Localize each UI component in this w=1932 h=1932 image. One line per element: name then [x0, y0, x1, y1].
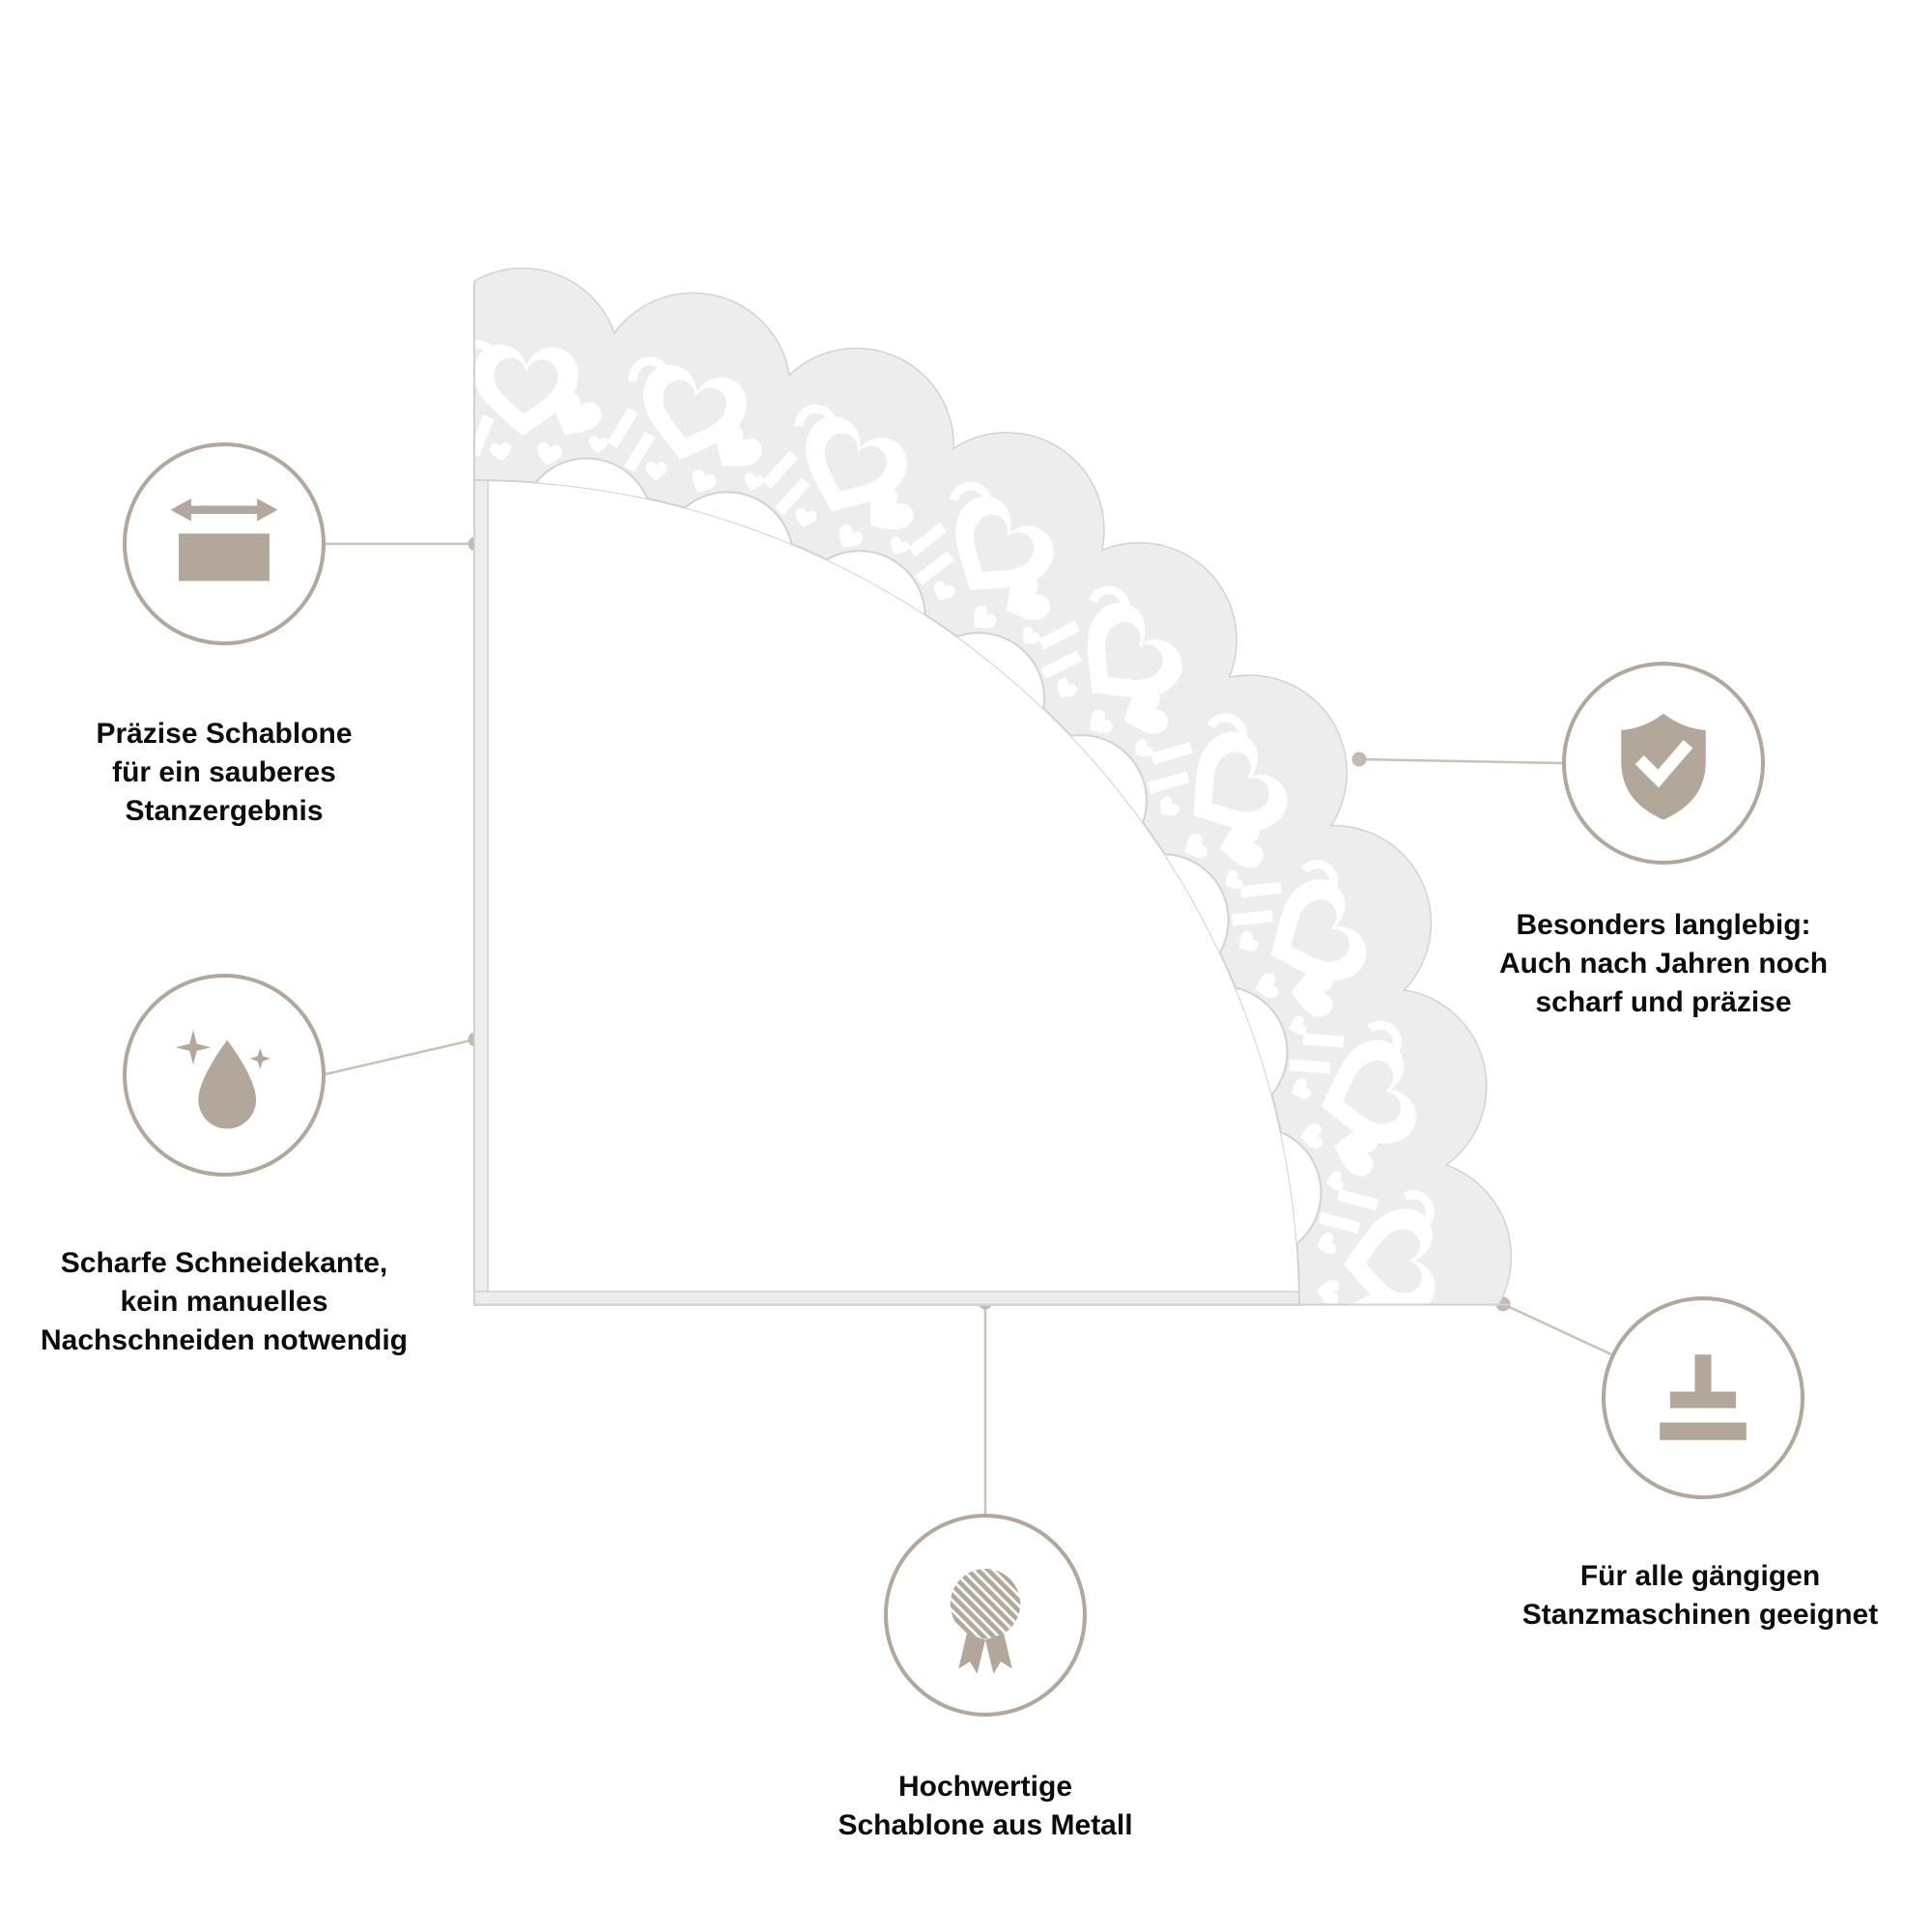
precise-template-feature-text: Präzise Schablone für ein sauberes Stanz… — [12, 715, 437, 831]
heart-cluster — [1231, 860, 1367, 1017]
heart-cluster — [607, 356, 762, 493]
heart-cluster — [473, 340, 602, 466]
feature-line: Für alle gängigen — [1579, 1560, 1821, 1592]
callout-line — [1502, 1302, 1612, 1356]
feature-line: Scharfe Schneidekante, — [60, 1247, 388, 1279]
medal-icon — [950, 1569, 1021, 1674]
feature-line: Nachschneiden notwendig — [40, 1324, 409, 1356]
heart-cluster — [1038, 585, 1182, 734]
machines-feature-circle — [1602, 1296, 1804, 1499]
feature-line: Auch nach Jahren noch — [1498, 948, 1829, 980]
feature-line: Hochwertige — [897, 1771, 1073, 1803]
metal-quality-feature-circle — [884, 1514, 1087, 1717]
feature-line: Schablone aus Metall — [838, 1809, 1133, 1841]
heart-cluster — [1147, 713, 1288, 868]
feature-line: kein manuelles — [120, 1286, 328, 1318]
feature-line: scharf und präzise — [1535, 986, 1792, 1018]
feature-line: Stanzergebnis — [125, 795, 324, 827]
callout-line — [325, 1037, 476, 1076]
metal-quality-feature-text: Hochwertige Schablone aus Metall — [782, 1768, 1188, 1845]
feature-line: Besonders langlebig: — [1516, 909, 1811, 941]
heart-cluster — [907, 481, 1054, 629]
width-arrows-box-icon — [170, 498, 278, 582]
callout-line — [1358, 757, 1563, 765]
durable-feature-text: Besonders langlebig: Auch nach Jahren no… — [1432, 906, 1895, 1022]
press-machine-icon — [1660, 1354, 1747, 1440]
heart-cluster — [762, 404, 914, 548]
sharp-edge-feature-circle — [123, 974, 326, 1177]
machines-feature-text: Für alle gängigen Stanzmaschinen geeigne… — [1468, 1557, 1932, 1634]
feature-line: für ein sauberes — [112, 756, 336, 788]
durable-feature-circle — [1562, 662, 1765, 865]
droplet-sparkle-icon — [175, 1030, 270, 1129]
precise-template-feature-circle — [123, 442, 326, 645]
heart-cluster — [1289, 1020, 1416, 1177]
callout-dot — [1351, 752, 1367, 767]
feature-line: Präzise Schablone — [96, 718, 353, 750]
metal-die — [473, 267, 1513, 1306]
feature-line: Stanzmaschinen geeignet — [1521, 1599, 1879, 1631]
shield-check-icon — [1621, 713, 1706, 820]
sharp-edge-feature-text: Scharfe Schneidekante, kein manuelles Na… — [2, 1244, 446, 1360]
